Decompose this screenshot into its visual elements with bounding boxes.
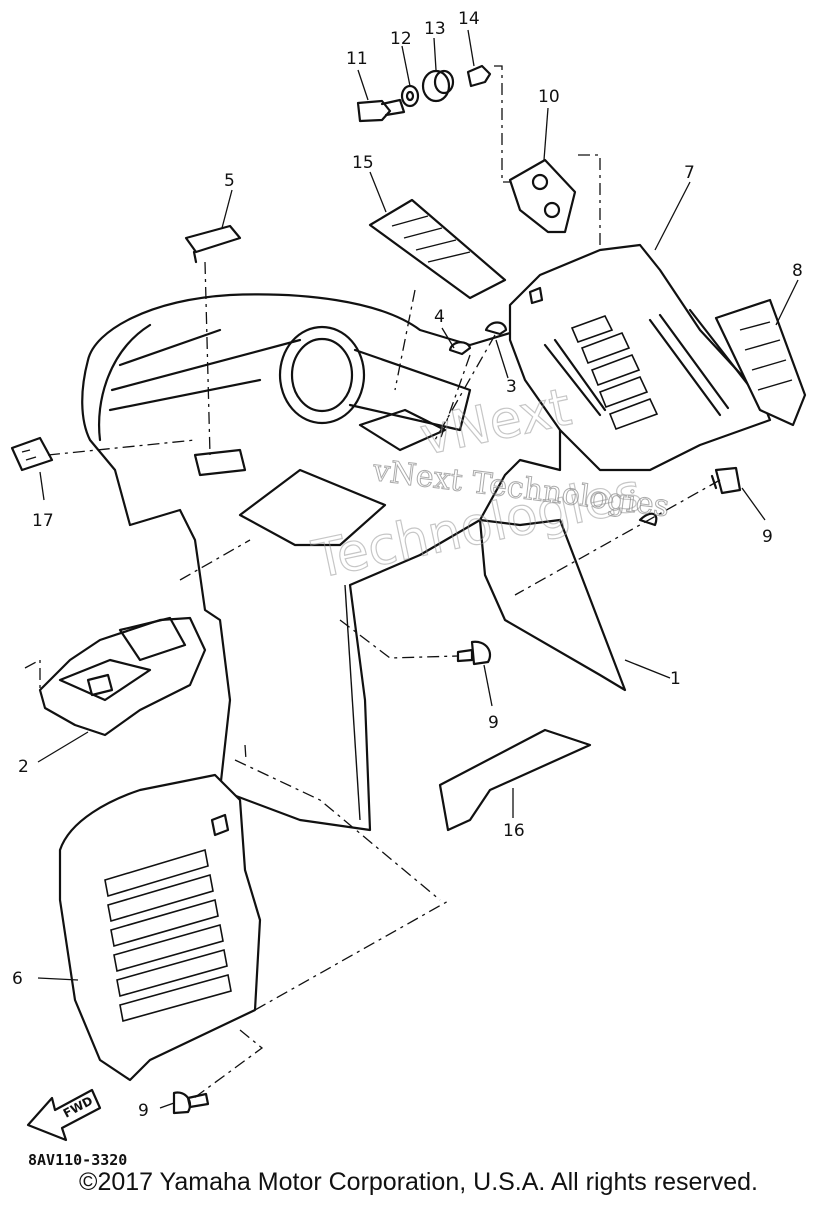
copyright-notice: ©2017 Yamaha Motor Corporation, U.S.A. A…: [79, 1168, 758, 1196]
part-13-grommet: [421, 69, 455, 103]
callout-9-bottom: 9: [138, 1101, 149, 1121]
callout-12: 12: [390, 29, 412, 49]
assembly-lines: [24, 65, 721, 1099]
drawing-code: 8AV110-3320: [28, 1151, 127, 1169]
part-9-screw-bottom: [172, 1091, 210, 1115]
callout-5: 5: [224, 171, 235, 191]
callout-8: 8: [792, 261, 803, 281]
part-1-front-panel: [81, 293, 627, 832]
part-8-pad: [714, 298, 807, 427]
callout-1: 1: [670, 669, 681, 689]
callout-14: 14: [458, 9, 480, 29]
part-4-clip: [448, 341, 472, 356]
callout-2: 2: [18, 757, 29, 777]
callout-16: 16: [503, 821, 525, 841]
part-9-screw-center: [456, 640, 492, 666]
callout-15: 15: [352, 153, 374, 173]
part-9-screw-right: [638, 466, 742, 527]
callout-11: 11: [346, 49, 368, 69]
callout-9-right: 9: [762, 527, 773, 547]
callout-4: 4: [434, 307, 445, 327]
leader-lines: [37, 29, 799, 1109]
callout-13: 13: [424, 19, 446, 39]
part-2-switch-panel: [38, 616, 207, 737]
callout-7: 7: [684, 163, 695, 183]
part-5-lid: [184, 224, 242, 264]
callout-3: 3: [506, 377, 517, 397]
part-15-plate: [368, 198, 507, 300]
part-7-side-cover: [508, 243, 772, 472]
part-10-bracket: [508, 158, 577, 234]
callout-17: 17: [32, 511, 54, 531]
part-6-lower-cover: [58, 773, 262, 1082]
callouts: 1 2 3 4 5 6 7 8 9 9 9 10 11 12 13 14 15 …: [12, 9, 803, 1121]
part-14-collar: [466, 64, 492, 88]
part-16-trim: [438, 728, 592, 832]
part-12-washer: [400, 84, 420, 108]
callout-6: 6: [12, 969, 23, 989]
callout-9-center: 9: [488, 713, 499, 733]
part-3-clip: [484, 321, 508, 336]
forward-arrow: FWD: [26, 1088, 102, 1142]
part-17-connector: [10, 436, 54, 472]
part-11-bolt: [356, 98, 406, 123]
callout-10: 10: [538, 87, 560, 107]
